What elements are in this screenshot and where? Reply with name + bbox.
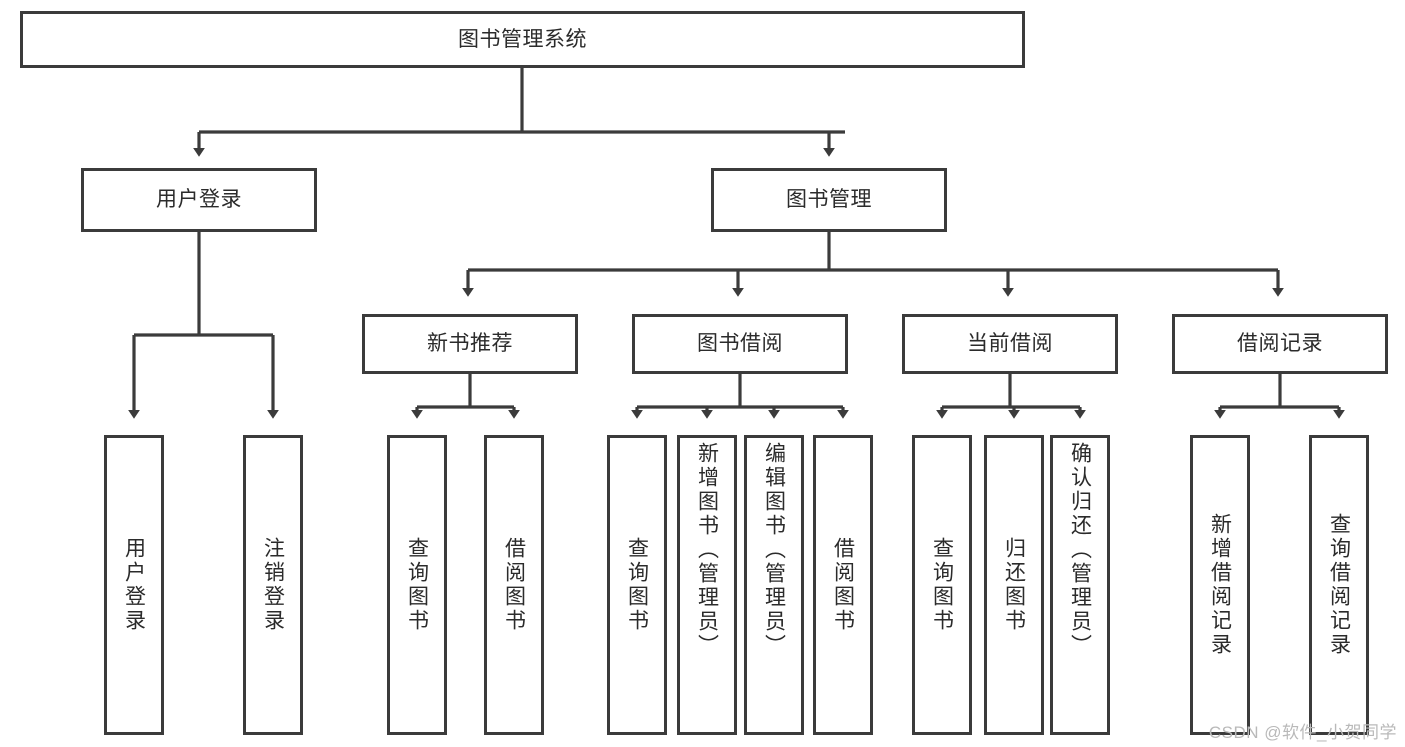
node-leaf-borrow-book-1[interactable]: 借阅图书 xyxy=(484,435,544,735)
edges-newbook-to-leaves xyxy=(411,374,520,419)
node-book-borrow[interactable]: 图书借阅 xyxy=(632,314,848,374)
node-borrow-record[interactable]: 借阅记录 xyxy=(1172,314,1388,374)
node-root-label: 图书管理系统 xyxy=(458,27,587,51)
node-leaf-user-login-label: 用户登录 xyxy=(122,537,146,633)
node-leaf-add-borrow-record[interactable]: 新增借阅记录 xyxy=(1190,435,1250,735)
node-user-login[interactable]: 用户登录 xyxy=(81,168,317,232)
node-leaf-confirm-return-label: 确认归还（管理员） xyxy=(1068,442,1092,658)
edges-currentborrow-to-leaves xyxy=(936,374,1086,419)
node-leaf-add-book-admin[interactable]: 新增图书（管理员） xyxy=(677,435,737,735)
node-leaf-add-book-admin-label: 新增图书（管理员） xyxy=(695,442,719,658)
node-new-book-recommend[interactable]: 新书推荐 xyxy=(362,314,578,374)
node-new-book-recommend-label: 新书推荐 xyxy=(427,332,513,356)
node-leaf-borrow-book-1-label: 借阅图书 xyxy=(502,537,526,633)
node-book-borrow-label: 图书借阅 xyxy=(697,332,783,356)
node-user-login-label: 用户登录 xyxy=(156,188,242,212)
node-leaf-edit-book-admin-label: 编辑图书（管理员） xyxy=(762,442,786,658)
node-root[interactable]: 图书管理系统 xyxy=(20,11,1025,68)
node-leaf-query-book-1[interactable]: 查询图书 xyxy=(387,435,447,735)
node-book-management[interactable]: 图书管理 xyxy=(711,168,947,232)
node-book-management-label: 图书管理 xyxy=(786,188,872,212)
node-leaf-query-book-2-label: 查询图书 xyxy=(625,537,649,633)
node-leaf-return-book[interactable]: 归还图书 xyxy=(984,435,1044,735)
node-leaf-borrow-book-2-label: 借阅图书 xyxy=(831,537,855,633)
node-leaf-query-borrow-record[interactable]: 查询借阅记录 xyxy=(1309,435,1369,735)
node-leaf-add-borrow-record-label: 新增借阅记录 xyxy=(1208,513,1232,657)
edges-bookborrow-to-leaves xyxy=(631,374,849,419)
node-leaf-user-logout[interactable]: 注销登录 xyxy=(243,435,303,735)
edges-userlogin-to-leaves xyxy=(128,232,279,419)
edges-root-to-level2 xyxy=(193,68,845,157)
node-current-borrow-label: 当前借阅 xyxy=(967,332,1053,356)
node-leaf-query-book-2[interactable]: 查询图书 xyxy=(607,435,667,735)
node-leaf-confirm-return[interactable]: 确认归还（管理员） xyxy=(1050,435,1110,735)
node-leaf-edit-book-admin[interactable]: 编辑图书（管理员） xyxy=(744,435,804,735)
node-leaf-query-book-3-label: 查询图书 xyxy=(930,537,954,633)
node-current-borrow[interactable]: 当前借阅 xyxy=(902,314,1118,374)
node-leaf-borrow-book-2[interactable]: 借阅图书 xyxy=(813,435,873,735)
node-leaf-user-login[interactable]: 用户登录 xyxy=(104,435,164,735)
edges-booking-to-level3 xyxy=(462,232,1284,297)
node-leaf-query-book-3[interactable]: 查询图书 xyxy=(912,435,972,735)
edges-borrowrecord-to-leaves xyxy=(1214,374,1345,419)
node-leaf-user-logout-label: 注销登录 xyxy=(261,537,285,633)
node-leaf-query-borrow-record-label: 查询借阅记录 xyxy=(1327,513,1351,657)
node-leaf-return-book-label: 归还图书 xyxy=(1002,537,1026,633)
node-leaf-query-book-1-label: 查询图书 xyxy=(405,537,429,633)
node-borrow-record-label: 借阅记录 xyxy=(1237,332,1323,356)
